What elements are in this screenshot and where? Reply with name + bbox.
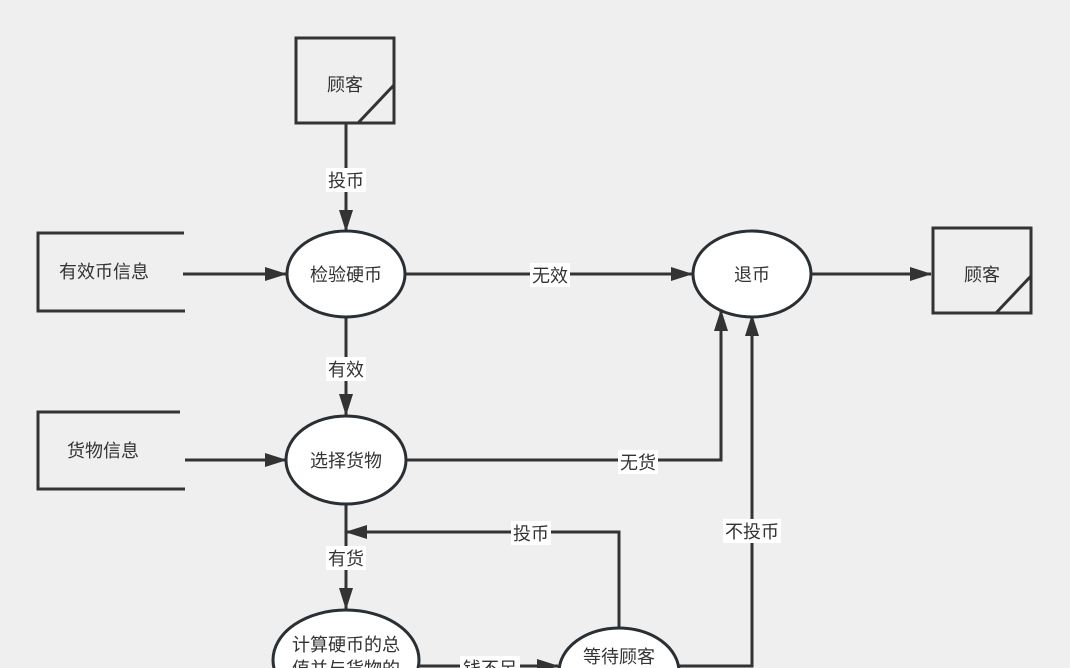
process-select-goods[interactable]: 选择货物 — [284, 414, 408, 506]
flow-label-insert-coin-again: 投币 — [511, 521, 551, 545]
flow-label-has-goods: 有货 — [326, 546, 366, 570]
flow-label-no-goods: 无货 — [618, 450, 658, 474]
flow-label-invalid: 无效 — [530, 263, 570, 287]
svg-text:投币: 投币 — [513, 524, 549, 545]
data-store-label: 货物信息 — [67, 441, 139, 462]
external-entity-customer-top[interactable]: 顾客 — [294, 36, 396, 125]
svg-text:投币: 投币 — [328, 171, 364, 192]
svg-text:有货: 有货 — [328, 549, 364, 570]
process-label-line2: 值并与货物的 — [292, 659, 400, 668]
flow-label-no-insert: 不投币 — [723, 519, 781, 543]
data-store-valid-coin-info[interactable]: 有效币信息 — [36, 231, 185, 313]
flow-no-insert — [650, 314, 759, 668]
process-wait-customer[interactable]: 等待顾客 — [557, 626, 681, 668]
flow-lines — [183, 123, 932, 668]
flow-no-goods — [407, 309, 728, 462]
svg-text:无效: 无效 — [532, 266, 568, 287]
flow-label-not-enough: 钱不足 — [460, 656, 520, 668]
flow-label-insert-coin: 投币 — [326, 168, 366, 192]
flow-label-valid: 有效 — [326, 357, 366, 381]
data-store-label: 有效币信息 — [59, 262, 149, 283]
svg-text:钱不足: 钱不足 — [463, 659, 517, 668]
external-entity-label: 顾客 — [964, 265, 1000, 286]
process-label-line1: 计算硬币的总 — [292, 635, 400, 656]
process-refund[interactable]: 退币 — [691, 229, 813, 319]
data-store-goods-info[interactable]: 货物信息 — [36, 410, 185, 491]
process-label: 检验硬币 — [310, 265, 382, 286]
process-check-coin[interactable]: 检验硬币 — [285, 229, 407, 319]
external-entity-customer-right[interactable]: 顾客 — [931, 226, 1033, 315]
external-entity-label: 顾客 — [327, 75, 363, 96]
svg-text:有效: 有效 — [328, 360, 364, 381]
process-label: 等待顾客 — [583, 647, 655, 668]
svg-text:无货: 无货 — [620, 453, 656, 474]
process-compute-total[interactable]: 计算硬币的总 值并与货物的 — [271, 608, 421, 668]
flow-insert-coin-again — [345, 525, 621, 640]
process-label: 退币 — [734, 265, 770, 286]
process-label: 选择货物 — [310, 451, 382, 472]
svg-text:不投币: 不投币 — [725, 522, 779, 543]
